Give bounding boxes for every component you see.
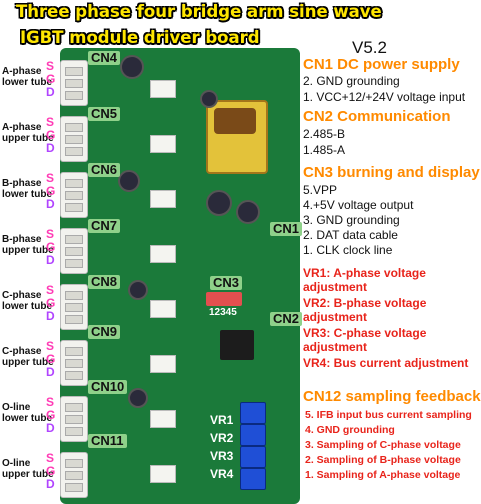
dip-switch [206, 292, 242, 306]
cn2-board-label: CN2 [270, 312, 303, 326]
potentiometer [240, 468, 266, 490]
cn3-board-label: CN3 [210, 276, 243, 290]
cn2-item: 2.485-B [303, 127, 346, 141]
optocoupler [150, 410, 176, 428]
capacitor [128, 388, 148, 408]
cn-label: CN9 [88, 325, 121, 339]
optocoupler [150, 355, 176, 373]
cn-label: CN4 [88, 51, 121, 65]
cn-label: CN6 [88, 163, 121, 177]
cn12-item: 1. Sampling of A-phase voltage [305, 469, 461, 481]
vr-note: VR3: C-phase voltage [303, 326, 427, 340]
tube-connector [60, 340, 88, 386]
tube-connector [60, 60, 88, 106]
tube-connector [60, 452, 88, 498]
cn2-item: 1.485-A [303, 143, 346, 157]
capacitor [200, 90, 218, 108]
capacitor [236, 200, 260, 224]
tube-connector [60, 284, 88, 330]
cn-label: CN11 [88, 434, 127, 448]
cn2-title: CN2 Communication [303, 108, 451, 125]
vr-note: VR1: A-phase voltage [303, 266, 426, 280]
cn12-item: 2. Sampling of B-phase voltage [305, 454, 461, 466]
optocoupler [150, 245, 176, 263]
vr-note: adjustment [303, 280, 368, 294]
mcu-chip [220, 330, 254, 360]
cn3-item: 2. DAT data cable [303, 228, 398, 242]
vr1-board-label: VR1 [210, 413, 234, 427]
optocoupler [150, 190, 176, 208]
vr-note: VR2: B-phase voltage [303, 296, 427, 310]
cn1-board-label: CN1 [270, 222, 303, 236]
capacitor [120, 55, 144, 79]
cn3-item: 4.+5V voltage output [303, 198, 414, 212]
tube-connector [60, 396, 88, 442]
cn-label: CN5 [88, 107, 121, 121]
vr2-board-label: VR2 [210, 431, 234, 445]
potentiometer [240, 446, 266, 468]
vr4-board-label: VR4 [210, 467, 234, 481]
cn3-item: 5.VPP [303, 183, 338, 197]
cn12-item: 5. IFB input bus current sampling [305, 409, 472, 421]
vr-note: adjustment [303, 310, 368, 324]
optocoupler [150, 135, 176, 153]
cn12-item: 3. Sampling of C-phase voltage [305, 439, 461, 451]
cn12-title: CN12 sampling feedback [303, 388, 481, 405]
cn1-title: CN1 DC power supply [303, 56, 460, 73]
dip-switch-label: 12345 [209, 307, 237, 318]
title-line-2: IGBT module driver board [20, 28, 260, 47]
cn3-item: 3. GND grounding [303, 213, 400, 227]
optocoupler [150, 300, 176, 318]
tube-connector [60, 116, 88, 162]
vr-note: adjustment [303, 340, 368, 354]
tube-connector [60, 228, 88, 274]
cn3-item: 1. CLK clock line [303, 243, 393, 257]
cn-label: CN8 [88, 275, 121, 289]
optocoupler [150, 80, 176, 98]
optocoupler [150, 465, 176, 483]
capacitor [206, 190, 232, 216]
tube-connector [60, 172, 88, 218]
cn3-title: CN3 burning and display [303, 164, 480, 181]
cn-label: CN10 [88, 380, 128, 394]
cn1-item: 2. GND grounding [303, 74, 400, 88]
potentiometer [240, 424, 266, 446]
transformer-coil [214, 108, 256, 134]
vr-note: VR4: Bus current adjustment [303, 356, 469, 370]
cn12-item: 4. GND grounding [305, 424, 395, 436]
cn-label: CN7 [88, 219, 121, 233]
capacitor [118, 170, 140, 192]
potentiometer [240, 402, 266, 424]
title-line-1: Three phase four bridge arm sine wave [16, 2, 382, 21]
vr3-board-label: VR3 [210, 449, 234, 463]
capacitor [128, 280, 148, 300]
cn1-item: 1. VCC+12/+24V voltage input [303, 90, 466, 104]
version-label: V5.2 [352, 38, 387, 57]
